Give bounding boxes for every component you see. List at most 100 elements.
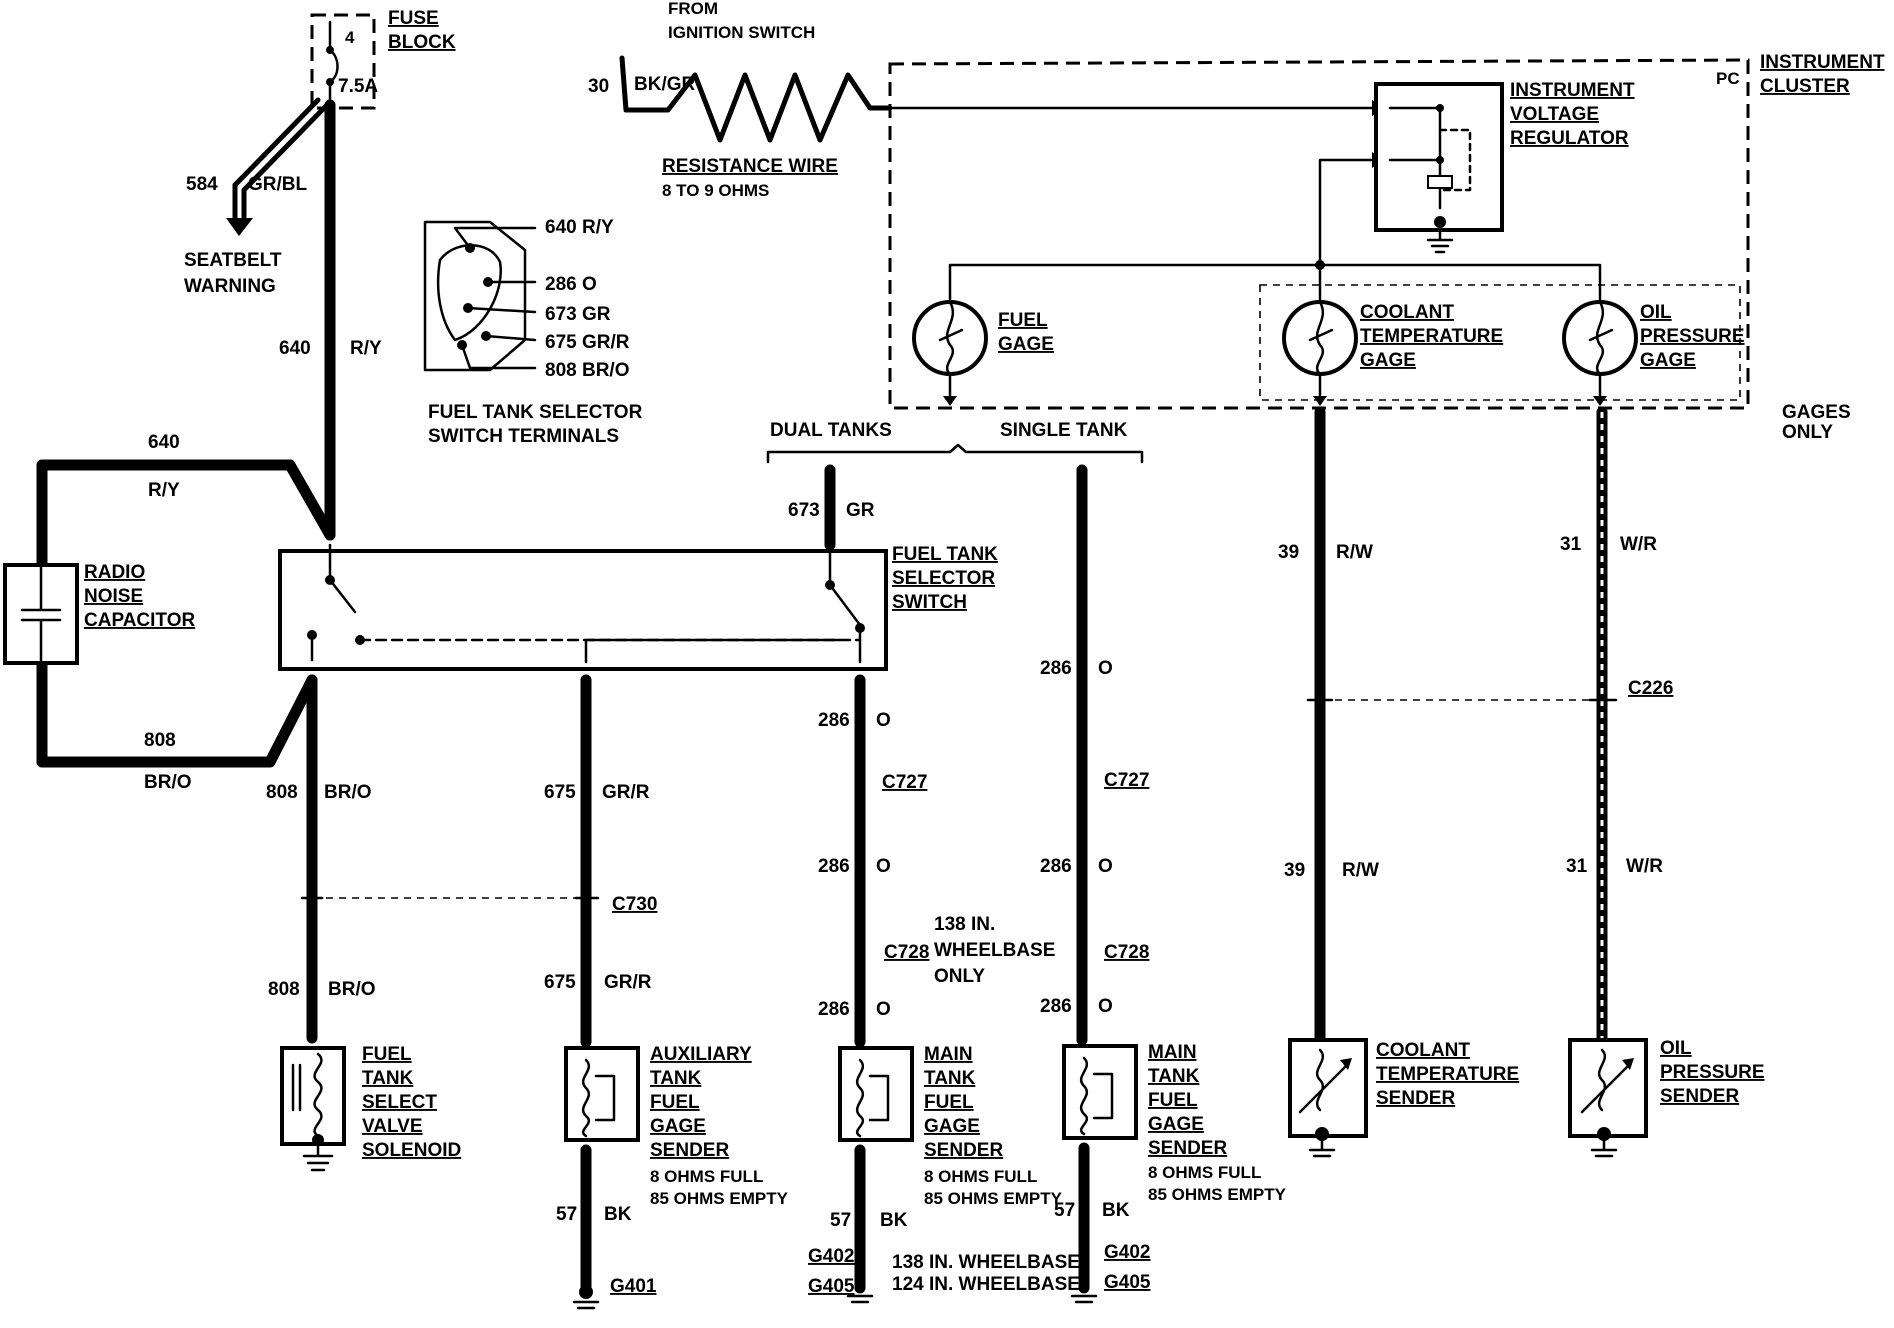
wire-color-label: GR/R <box>602 782 650 803</box>
wire-label: 31 <box>1566 856 1588 877</box>
wire-label: 640 <box>279 338 311 359</box>
wire-color-label: BR/O <box>328 979 376 1000</box>
main-tank-fuel-gage-sender-dual: MAIN TANK FUEL GAGE SENDER 8 OHMS FULL 8… <box>808 1044 1063 1304</box>
seatbelt-label-2: WARNING <box>184 276 276 297</box>
seatbelt-circuit: 584 <box>186 174 218 195</box>
component-label: FUEL <box>1148 1090 1198 1111</box>
selector-label: SWITCH <box>892 592 967 613</box>
wire-label: 39 <box>1284 860 1305 881</box>
coolant-temperature-sender: COOLANT TEMPERATURE SENDER <box>1288 1038 1519 1158</box>
wire-label: 675 <box>544 782 576 803</box>
dual-tanks-label: DUAL TANKS <box>770 420 892 441</box>
gage-label: GAGE <box>1640 350 1696 371</box>
ignition-label: FROM <box>668 0 718 18</box>
terminal-label: 808 BR/O <box>545 360 629 381</box>
wire-label: 31 <box>1560 534 1582 555</box>
wheelbase-note-line: ONLY <box>934 966 985 987</box>
wire-label: 57 <box>556 1204 577 1225</box>
seatbelt-label-1: SEATBELT <box>184 250 282 271</box>
resistor-value: 8 TO 9 OHMS <box>662 181 769 200</box>
capacitor-label: NOISE <box>84 586 143 607</box>
component-label: SENDER <box>1148 1138 1227 1159</box>
wire-label: 286 <box>1040 856 1072 877</box>
wire-color-label: BK/GR <box>634 74 696 95</box>
gage-label: TEMPERATURE <box>1360 326 1503 347</box>
component-spec: 85 OHMS EMPTY <box>924 1189 1063 1208</box>
component-label: MAIN <box>1148 1042 1197 1063</box>
ground-label: G401 <box>610 1276 657 1297</box>
connector-label: C728 <box>1104 942 1149 963</box>
gages-only-label: GAGES <box>1782 402 1851 423</box>
ground-label: G402 <box>1104 1242 1150 1263</box>
coolant-temperature-gage: COOLANT TEMPERATURE GAGE <box>1282 300 1503 406</box>
connector-label: C727 <box>882 772 927 793</box>
component-label: OIL <box>1660 1038 1692 1059</box>
connector-c730: C730 <box>300 894 657 915</box>
wire-color-label: R/W <box>1342 860 1379 881</box>
wire-color-label: W/R <box>1626 856 1663 877</box>
component-label: TANK <box>362 1068 414 1089</box>
gage-label: COOLANT <box>1360 302 1454 323</box>
component-spec: 8 OHMS FULL <box>924 1167 1037 1186</box>
selector-label: SELECTOR <box>892 568 995 589</box>
wire-label: 57 <box>1054 1200 1075 1221</box>
component-label: TEMPERATURE <box>1376 1064 1519 1085</box>
wire-color-label: O <box>876 999 891 1020</box>
wire-label: 39 <box>1278 542 1299 563</box>
wire-label: 286 <box>818 999 850 1020</box>
component-label: MAIN <box>924 1044 973 1065</box>
fuel-tank-selector-switch: FUEL TANK SELECTOR SWITCH <box>278 543 998 671</box>
terminals-caption: SWITCH TERMINALS <box>428 426 619 447</box>
gage-label: GAGE <box>998 334 1054 355</box>
component-label: TANK <box>650 1068 702 1089</box>
wire-39: 39 R/W 39 R/W <box>1278 406 1379 1044</box>
wire-color-label: O <box>876 710 891 731</box>
main-tank-fuel-gage-sender-single: MAIN TANK FUEL GAGE SENDER 8 OHMS FULL 8… <box>1054 1042 1287 1304</box>
connector-label: C730 <box>612 894 657 915</box>
wire-color-label: W/R <box>1620 534 1657 555</box>
tank-options-bracket: DUAL TANKS SINGLE TANK <box>766 420 1144 464</box>
cluster-label: CLUSTER <box>1760 76 1850 97</box>
wire-label: 57 <box>830 1210 851 1231</box>
component-spec: 8 OHMS FULL <box>1148 1163 1261 1182</box>
wire-label: 808 <box>266 782 298 803</box>
component-label: COOLANT <box>1376 1040 1470 1061</box>
component-spec: 85 OHMS EMPTY <box>1148 1185 1287 1204</box>
component-label: GAGE <box>650 1116 706 1137</box>
wire-label: 808 <box>268 979 300 1000</box>
wire-color-label: GR/R <box>604 972 652 993</box>
oil-pressure-sender: OIL PRESSURE SENDER <box>1568 1038 1765 1158</box>
ignition-feed: FROM IGNITION SWITCH 30 BK/GR RESISTANCE… <box>588 0 893 200</box>
seatbelt-warning-branch: 584 GR/BL SEATBELT WARNING <box>184 97 329 297</box>
gage-label: OIL <box>1640 302 1672 323</box>
gages-only-label: ONLY <box>1782 422 1833 443</box>
wire-31: 31 W/R 31 W/R <box>1560 406 1663 1046</box>
single-tank-label: SINGLE TANK <box>1000 420 1128 441</box>
terminals-caption: FUEL TANK SELECTOR <box>428 402 643 423</box>
terminal-label: 640 R/Y <box>545 217 614 238</box>
wire-color-label: O <box>1098 658 1113 679</box>
component-label: SENDER <box>1660 1086 1739 1107</box>
terminal-label: 286 O <box>545 274 597 295</box>
gage-label: GAGE <box>1360 350 1416 371</box>
selector-switch-terminals: 640 R/Y 286 O 673 GR 675 GR/R 808 BR/O F… <box>423 217 643 447</box>
component-label: FUEL <box>362 1044 412 1065</box>
ignition-label: IGNITION SWITCH <box>668 23 815 42</box>
wire-color-label: R/W <box>1336 542 1373 563</box>
wire-color-label: BK <box>604 1204 632 1225</box>
wire-color-label: R/Y <box>350 338 382 359</box>
component-label: SELECT <box>362 1092 437 1113</box>
wire-color-label: O <box>1098 996 1113 1017</box>
wire-color-label: O <box>876 856 891 877</box>
instrument-cluster: PC INSTRUMENT CLUSTER GAGES ONLY INSTRUM… <box>888 52 1885 443</box>
terminal-label: 675 GR/R <box>545 332 630 353</box>
component-label: GAGE <box>1148 1114 1204 1135</box>
fuse-block-title-2: BLOCK <box>388 32 456 53</box>
wire-286-dual: 286 O C727 286 O C728 286 O <box>818 674 929 1048</box>
pc-label: PC <box>1716 69 1740 88</box>
wire-label: 286 <box>818 710 850 731</box>
wire-label: 640 <box>148 432 180 453</box>
wire-640-vertical: 640 R/Y <box>279 99 382 541</box>
connector-label: C226 <box>1628 678 1673 699</box>
capacitor-label: CAPACITOR <box>84 610 195 631</box>
